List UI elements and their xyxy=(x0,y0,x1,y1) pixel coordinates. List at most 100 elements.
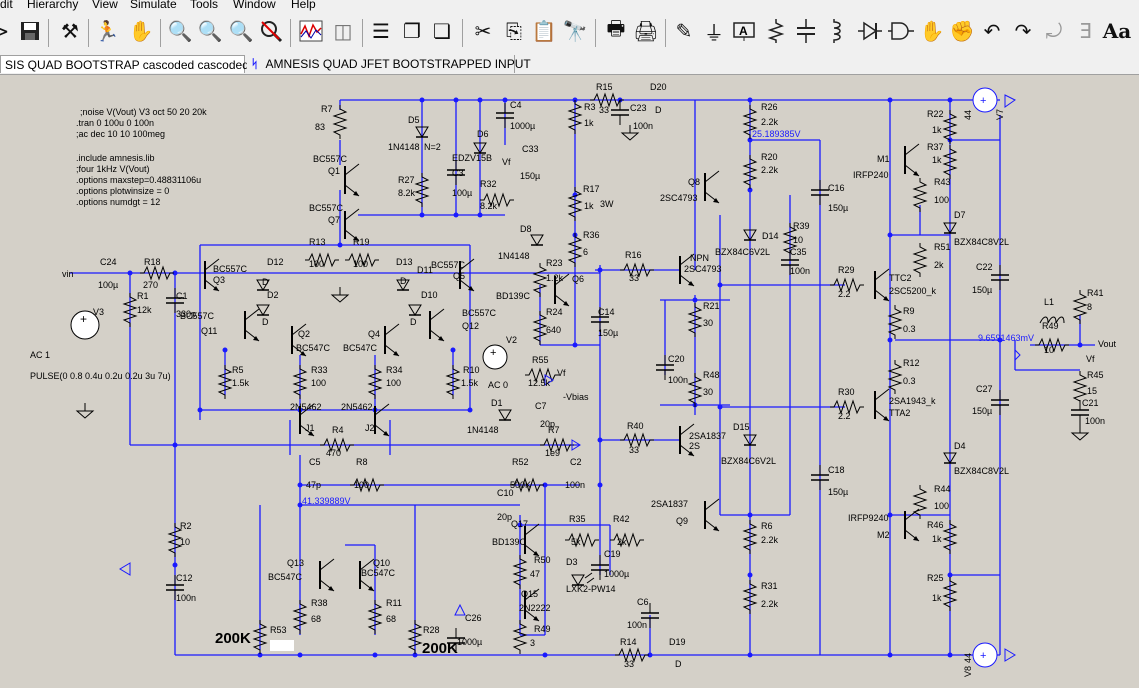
component-label: R4 xyxy=(332,425,344,435)
print-setup-icon[interactable]: 🖶 xyxy=(606,16,626,40)
menu-tools[interactable]: Tools xyxy=(190,0,219,11)
zoom-cancel-icon[interactable] xyxy=(258,16,284,46)
undo-icon[interactable]: ↶ xyxy=(983,19,1001,43)
component-label: 8 xyxy=(1087,302,1092,312)
voltage-source-v7: + xyxy=(972,87,1016,113)
cascade-icon[interactable]: ❐ xyxy=(403,19,421,43)
menu-hierarchy[interactable]: Hierarchy xyxy=(27,0,79,11)
spice-icon[interactable]: Aa xyxy=(1102,19,1132,43)
run-simulation-icon[interactable]: 🏃 xyxy=(94,19,120,43)
directive-line: .include amnesis.lib xyxy=(76,153,155,163)
component-label: 33 xyxy=(624,659,634,669)
component-label: R49 xyxy=(1042,321,1059,331)
component-label: R10 xyxy=(463,365,480,375)
waveform-icon[interactable] xyxy=(298,16,324,46)
component-label: 100 xyxy=(934,501,949,511)
diode-icon[interactable] xyxy=(857,16,883,46)
print-icon[interactable]: 🖨 xyxy=(633,19,659,43)
component-label: vin xyxy=(62,269,74,279)
zoom-out-icon[interactable]: 🔍 xyxy=(228,19,254,43)
paste-icon[interactable]: 📋 xyxy=(531,19,557,43)
wire-junctions xyxy=(127,97,1083,658)
component-label: 68 xyxy=(311,614,321,624)
menu-simulate[interactable]: Simulate xyxy=(130,0,177,11)
component-label: 150µ xyxy=(520,171,540,181)
component-label: J2 xyxy=(365,423,375,433)
tab-quad-bootstrap[interactable]: SIS QUAD BOOTSTRAP cascoded cascoded CFP xyxy=(0,55,276,73)
move-hand-icon[interactable]: ✋ xyxy=(919,19,945,43)
voltage-source-v3: + xyxy=(70,310,100,340)
menu-view[interactable]: View xyxy=(92,0,118,11)
component-label: EDZV15B xyxy=(452,153,492,163)
component-label: D xyxy=(655,105,662,115)
component-label: 15 xyxy=(1087,386,1097,396)
voltage-source-v2: + xyxy=(482,344,508,370)
component-label: 2N2222 xyxy=(519,603,551,613)
component-label: 1k xyxy=(932,125,942,135)
component-label: R3 xyxy=(584,102,596,112)
inductor-icon[interactable] xyxy=(823,16,849,46)
menu-help[interactable]: Help xyxy=(291,0,316,11)
schematic-canvas[interactable]: + + + + ;noise V(Vout) V3 oct 50 20 20k.… xyxy=(0,75,1139,683)
label-icon[interactable]: A xyxy=(731,16,757,46)
component-label: R36 xyxy=(583,230,600,240)
directive-line: .options maxstep=0.48831106u xyxy=(76,175,201,185)
save-icon[interactable] xyxy=(17,16,43,46)
capacitor-icon[interactable] xyxy=(793,16,819,46)
spice-directives: ;noise V(Vout) V3 oct 50 20 20k.tran 0 1… xyxy=(76,107,207,207)
resistor-icon[interactable] xyxy=(763,16,789,46)
halt-icon[interactable]: ◫ xyxy=(333,19,353,43)
menu-bar: dit Hierarchy View Simulate Tools Window… xyxy=(0,0,1139,11)
hammer-icon[interactable]: ⚒ xyxy=(61,19,79,43)
component-label: 47 xyxy=(530,569,540,579)
component-label: R43 xyxy=(934,177,951,187)
component-icon[interactable] xyxy=(888,16,914,46)
component-label: V3 xyxy=(93,307,104,317)
menu-edit[interactable]: dit xyxy=(0,0,13,11)
component-label: R24 xyxy=(546,307,563,317)
menu-window[interactable]: Window xyxy=(233,0,276,11)
component-label: C12 xyxy=(176,573,193,583)
component-label: Q2 xyxy=(298,329,310,339)
component-label: 100 xyxy=(353,259,368,269)
component-label: 12k xyxy=(137,305,152,315)
component-label: D xyxy=(410,317,417,327)
copy-icon[interactable]: ⎘ xyxy=(506,19,522,43)
component-label: R12 xyxy=(903,358,920,368)
component-label: R51 xyxy=(934,242,951,252)
pot-slider-marker xyxy=(270,640,294,651)
component-label: M2 xyxy=(877,530,890,540)
ground-icon[interactable]: ⏚ xyxy=(704,20,724,45)
component-label: C27 xyxy=(976,384,993,394)
drag-hand-icon[interactable]: ✊ xyxy=(949,19,975,43)
tile-vertical-icon[interactable]: ❏ xyxy=(433,19,451,43)
run-icon[interactable]: ⊳ xyxy=(0,19,10,43)
find-icon[interactable]: 🔭 xyxy=(562,19,588,43)
component-label: 2.2 xyxy=(838,411,851,421)
pencil-icon[interactable]: ✎ xyxy=(675,19,693,43)
component-label: C23 xyxy=(630,103,647,113)
tab-jfet-bootstrapped[interactable]: ᛋ AMNESIS QUAD JFET BOOTSTRAPPED INPUT xyxy=(247,55,531,73)
cut-icon[interactable]: ✂ xyxy=(474,19,492,43)
zoom-area-icon[interactable]: 🔍 xyxy=(197,19,223,43)
text-icon[interactable]: Ǝ xyxy=(1079,19,1093,43)
pan-hand-icon[interactable]: ✋ xyxy=(128,19,154,43)
rotate-icon[interactable]: ⤾ xyxy=(1045,19,1063,43)
component-label: C22 xyxy=(976,262,993,272)
component-label: C26 xyxy=(465,613,482,623)
component-label: D xyxy=(675,659,682,669)
component-label: 5k xyxy=(571,537,581,547)
redo-icon[interactable]: ↷ xyxy=(1014,19,1032,43)
component-label: 2k xyxy=(617,537,627,547)
component-label: NPN xyxy=(690,253,709,263)
zoom-in-icon[interactable]: 🔍 xyxy=(167,19,193,43)
component-label: 10 xyxy=(1044,345,1054,355)
component-label: C16 xyxy=(828,183,845,193)
component-label: 10 xyxy=(793,235,803,245)
component-label: 25.189385V xyxy=(752,129,801,139)
component-label: 8.2k xyxy=(480,201,498,211)
tile-horizontal-icon[interactable]: ☰ xyxy=(372,19,390,43)
net-flags xyxy=(119,348,1021,616)
component-label: 100 xyxy=(354,480,369,490)
component-label: V2 xyxy=(506,335,517,345)
